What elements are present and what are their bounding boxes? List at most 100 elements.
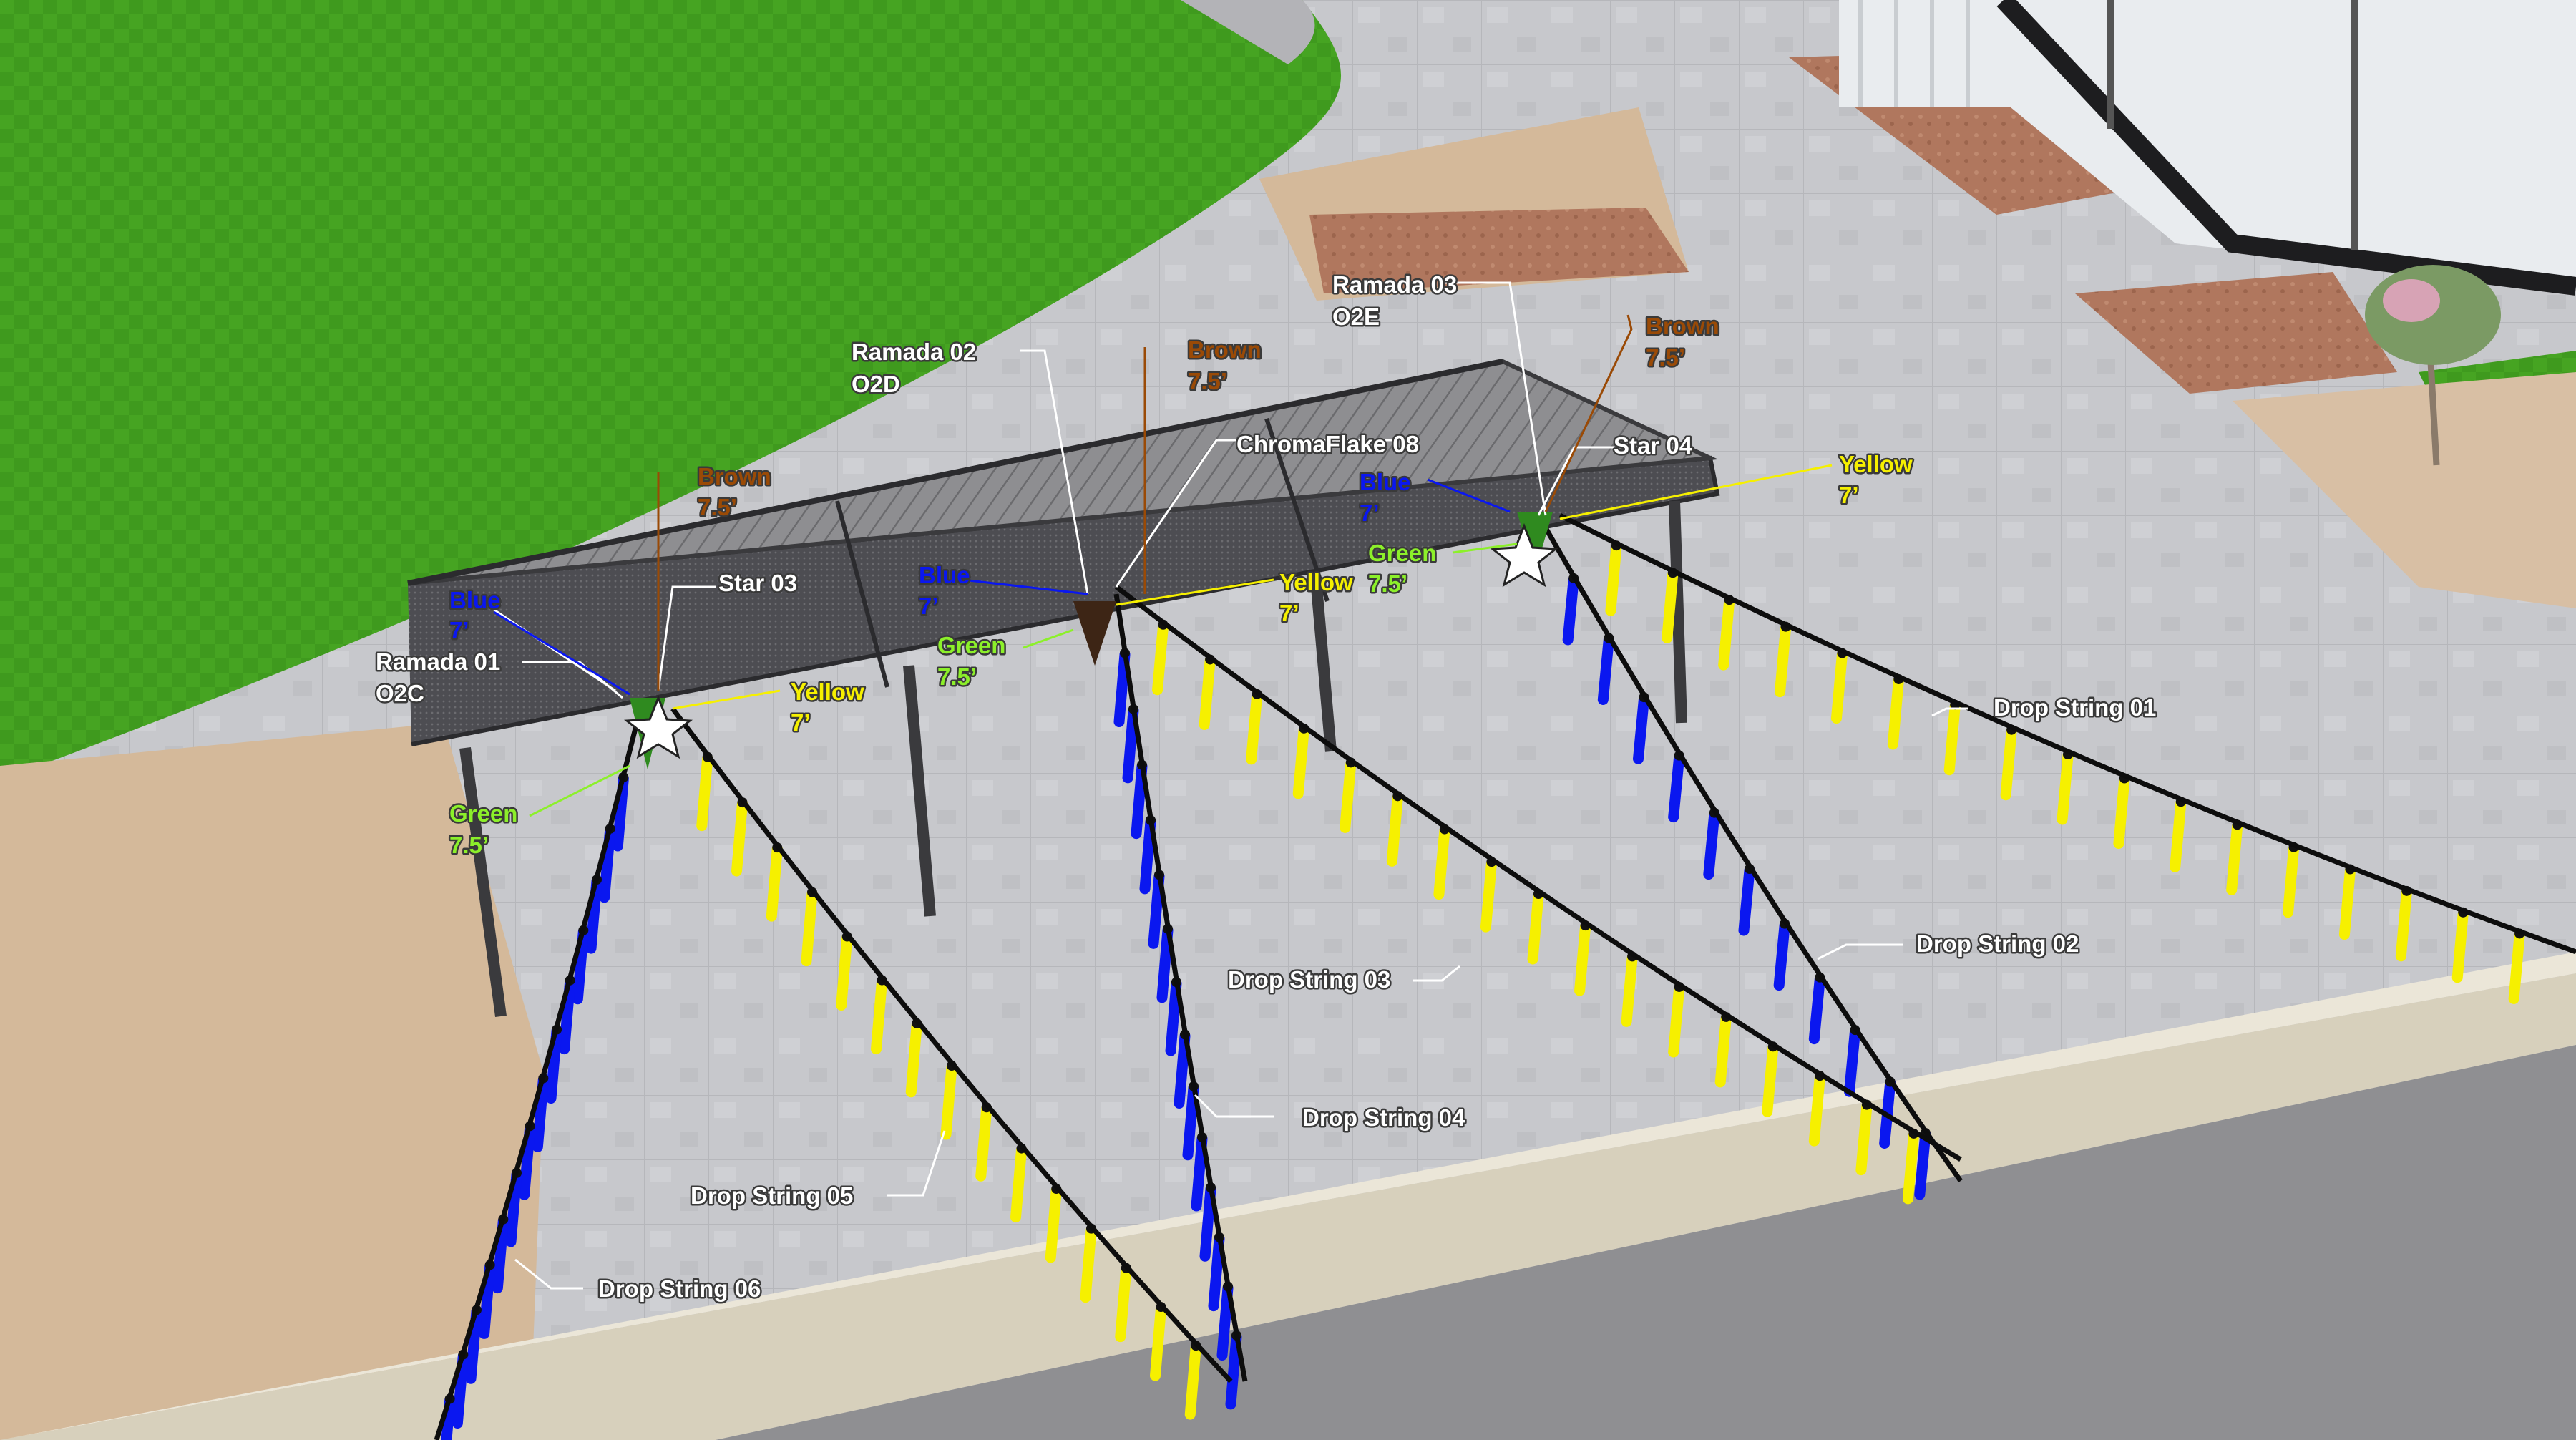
light-tube <box>1668 983 1685 1058</box>
ramada-01-name: Ramada 01 <box>376 648 500 675</box>
light-tube <box>1080 1225 1097 1303</box>
light-tube <box>766 843 783 922</box>
light-tube <box>1718 595 1735 671</box>
star-03-label: Star 03 <box>718 570 797 596</box>
light-tube <box>2395 887 2412 962</box>
drop-string-05-label: Drop String 05 <box>691 1182 853 1209</box>
light-tube <box>1480 857 1497 933</box>
light-tube <box>731 798 748 877</box>
light-tube <box>612 773 629 852</box>
brown-label-2: Brown <box>1188 336 1262 363</box>
brick-paver-3 <box>2075 272 2397 394</box>
light-tube <box>1386 792 1403 867</box>
light-tube <box>905 1019 922 1098</box>
light-tube <box>1208 1233 1225 1312</box>
main-cable <box>1113 593 1248 1382</box>
yellow-height-1: 7’ <box>791 709 811 736</box>
light-tube <box>572 926 589 1005</box>
yellow-leaders <box>672 464 1833 710</box>
sand-corner <box>2233 372 2576 608</box>
light-tube <box>1574 921 1591 996</box>
yellow-label-2: Yellow <box>1279 569 1353 595</box>
blue-height-3: 7’ <box>1360 500 1380 526</box>
light-tube <box>1122 705 1139 784</box>
building-columns <box>2107 0 2358 250</box>
light-tube <box>505 1169 522 1247</box>
light-tube <box>1855 1101 1873 1176</box>
brown-leaders <box>657 314 1633 691</box>
green-height-1: 7.5’ <box>449 832 489 858</box>
green-label-1: Green <box>449 800 517 827</box>
light-tube <box>1150 1303 1166 1381</box>
grass-lawn <box>0 0 1342 780</box>
light-tube <box>1115 1264 1132 1343</box>
light-tube <box>1808 1071 1825 1147</box>
blue-label-2: Blue <box>919 562 970 588</box>
drop-string-04 <box>1113 593 1248 1410</box>
light-tube <box>836 933 853 1011</box>
brown-height-1: 7.5’ <box>698 494 737 520</box>
ramada-structure <box>407 359 1720 1018</box>
light-tube <box>1902 1129 1919 1205</box>
light-tube <box>1246 690 1263 765</box>
light-tube <box>1844 1026 1860 1097</box>
light-tube <box>1433 825 1450 900</box>
main-cable <box>434 722 640 1440</box>
light-tube <box>1562 574 1579 646</box>
light-tube <box>1887 675 1904 750</box>
light-tube <box>1943 701 1961 776</box>
light-tube <box>599 824 616 903</box>
yellow-label-1: Yellow <box>791 678 864 705</box>
drop-string-06-label: Drop String 06 <box>598 1275 761 1302</box>
ramada-02-name: Ramada 02 <box>852 339 976 365</box>
light-tube <box>2113 774 2130 850</box>
star-04-icon <box>1490 522 1558 588</box>
light-tube <box>2338 865 2356 940</box>
brown-height-2: 7.5’ <box>1188 368 1227 394</box>
light-tube <box>2000 726 2017 801</box>
light-tube <box>1152 621 1169 696</box>
light-tube <box>1668 751 1685 823</box>
tree-canopy <box>2365 265 2501 365</box>
curb <box>0 952 2576 1440</box>
light-tube <box>1156 925 1174 1003</box>
yellow-label-3: Yellow <box>1839 451 1913 477</box>
ramada-02-code: O2D <box>852 371 900 397</box>
light-tube <box>1714 1013 1732 1088</box>
light-tube <box>2451 908 2469 983</box>
ramada-screen <box>408 458 1717 744</box>
ramada-posts <box>459 500 1687 1018</box>
blue-label-1: Blue <box>449 587 501 613</box>
green-height-2: 7.5’ <box>937 663 977 690</box>
light-tube <box>2226 820 2243 895</box>
light-tube <box>1527 890 1544 965</box>
light-tube <box>1633 693 1649 764</box>
drop-string-05 <box>670 706 1233 1420</box>
light-tube <box>545 1026 562 1104</box>
brown-label-1: Brown <box>698 463 771 490</box>
light-tube <box>975 1103 992 1182</box>
yellow-height-3: 7’ <box>1839 482 1859 508</box>
light-tube <box>519 1122 536 1200</box>
main-cable <box>1114 585 1962 1162</box>
light-tube <box>1762 1042 1779 1117</box>
light-tube <box>1184 1341 1201 1420</box>
sand-area <box>0 723 544 1440</box>
ramada-03-code: O2E <box>1332 303 1380 330</box>
main-cable <box>670 706 1233 1383</box>
light-tube <box>559 976 576 1055</box>
light-tube <box>532 1074 549 1152</box>
light-tube <box>1182 1082 1199 1161</box>
light-tube <box>1010 1144 1027 1223</box>
light-tube <box>1597 634 1614 705</box>
light-tube <box>871 976 887 1055</box>
light-tube <box>1216 1283 1234 1361</box>
light-tube <box>1340 758 1357 833</box>
light-tube <box>1775 623 1792 698</box>
brown-height-3: 7.5’ <box>1646 344 1685 371</box>
light-tube <box>492 1215 509 1294</box>
green-label-3: Green <box>1368 540 1436 566</box>
drop-string-03-label: Drop String 03 <box>1228 966 1390 993</box>
tree-blossoms <box>2383 279 2440 322</box>
